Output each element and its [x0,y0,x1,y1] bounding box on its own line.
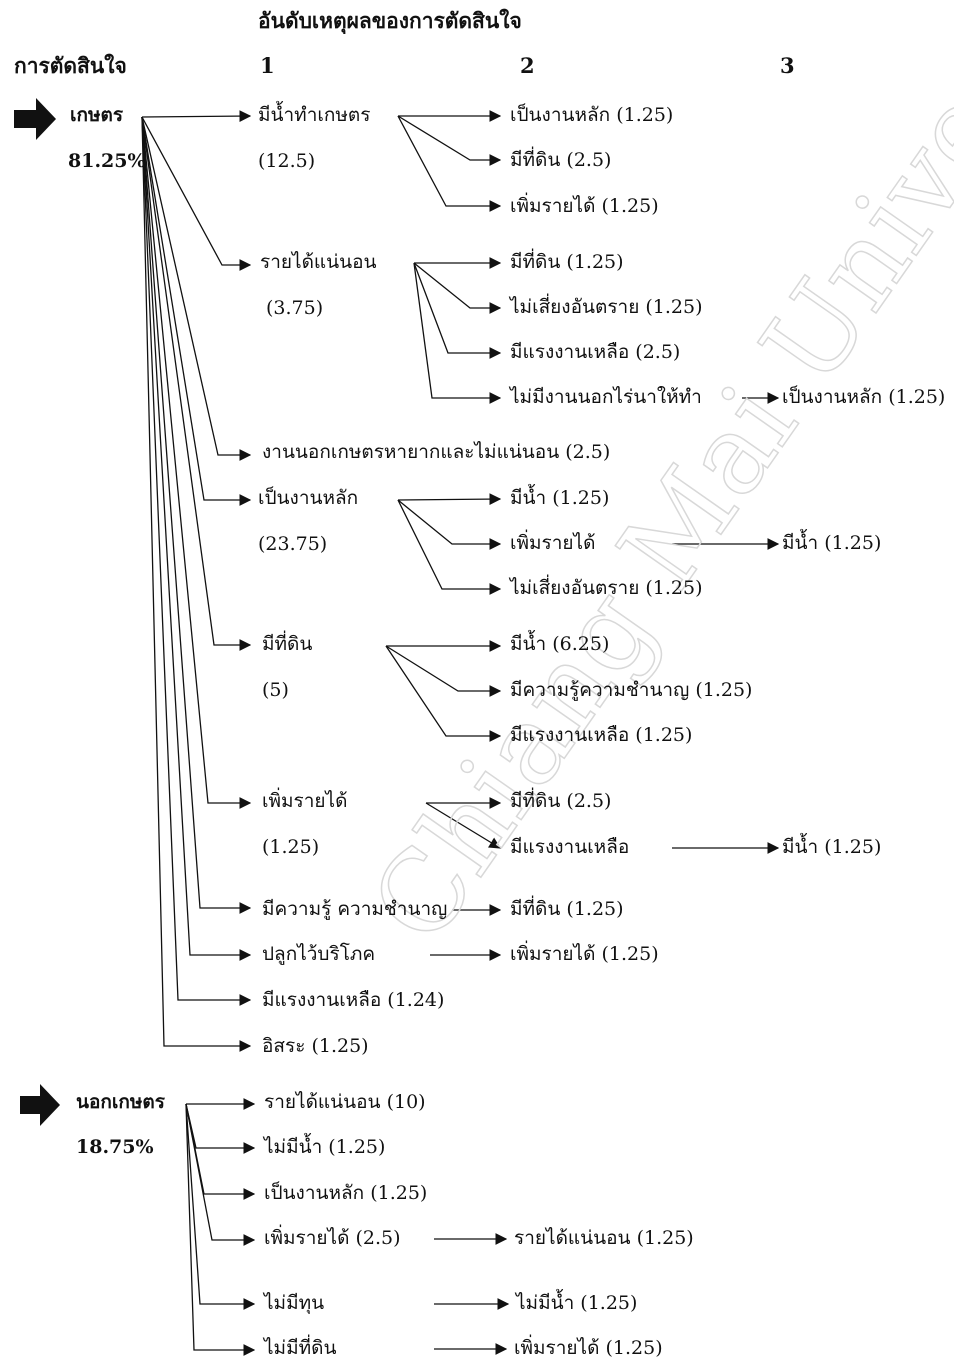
farm-l2-item: มีแรงงานเหลือ (1.25) [510,724,693,746]
farm-l2-item: มีน้ำ (6.25) [510,633,610,655]
farm-reason-more-income: เพิ่มรายได้ [262,790,348,812]
farm-fan-arrow [141,116,252,1006]
farm-reason-water: มีน้ำทำเกษตร [258,104,371,126]
farm-fan-arrow [141,116,252,651]
farm-reason-knowledge: มีความรู้ ความชำนาญ [262,898,448,920]
farm-reason-offfarm-scarce: งานนอกเกษตรหายากและไม่แน่นอน (2.5) [262,441,611,463]
farm-l2-item: มีที่ดิน (1.25) [510,898,624,920]
level2-arrow [397,499,502,595]
farm-reason-water-value: (12.5) [258,150,316,172]
farm-reason-independence: อิสระ (1.25) [262,1035,369,1057]
nonfarm-fan-arrow [185,1103,256,1356]
nonfarm-fan-arrow [185,1103,256,1200]
farm-l2-item: มีแรงงานเหลือ (2.5) [510,341,681,363]
nonfarm-reason: เพิ่มรายได้ (2.5) [264,1227,401,1249]
level2-arrow [413,262,502,404]
farm-l2-item: ไม่เสี่ยงอันตราย (1.25) [510,577,703,599]
farm-l2-item: มีแรงงานเหลือ [510,836,630,858]
farm-l2-item: มีที่ดิน (1.25) [510,251,624,273]
farm-fan-arrow [141,116,252,271]
farm-reason-stable-income: รายได้แน่นอน [260,251,377,273]
farm-decision-arrow-icon [14,98,56,140]
farm-l2-item: มีน้ำ (1.25) [510,487,610,509]
farm-l2-item: ไม่มีงานนอกไร่นาให้ทำ [510,386,702,408]
farm-l2-item: เพิ่มรายได้ (1.25) [510,195,659,217]
decision-nonfarm-percent: 18.75% [76,1136,154,1158]
farm-fan-arrow [141,116,252,961]
nonfarm-reason: ไม่มีน้ำ (1.25) [264,1136,386,1158]
decision-farm-label: เกษตร [70,104,124,126]
farm-l2-item: มีความรู้ความชำนาญ (1.25) [510,679,753,701]
nonfarm-l2-item: ไม่มีน้ำ (1.25) [516,1292,638,1314]
level2-arrow [385,645,502,697]
farm-fan-arrow [141,110,252,122]
header-rank-3: 3 [780,53,795,78]
nonfarm-fan-arrow [185,1103,256,1246]
farm-fan-arrow [141,116,252,809]
header-rank-2: 2 [520,53,535,78]
farm-reason-main-job: เป็นงานหลัก [258,487,359,509]
level2-arrow [397,499,502,550]
farm-reason-more-income-value: (1.25) [262,836,320,858]
nonfarm-l2-item: เพิ่มรายได้ (1.25) [514,1337,663,1359]
level2-arrow [425,802,501,849]
farm-fan-arrow [141,116,252,914]
farm-reason-surplus-labor: มีแรงงานเหลือ (1.24) [262,989,445,1011]
level2-arrow [397,115,502,212]
decision-nonfarm-label: นอกเกษตร [76,1091,165,1113]
farm-l2-item: เพิ่มรายได้ [510,532,596,554]
nonfarm-reason: ไม่มีที่ดิน [264,1337,337,1359]
header-decision: การตัดสินใจ [14,53,127,78]
nonfarm-decision-arrow-icon [20,1084,60,1126]
farm-reason-main-job-value: (23.75) [258,533,328,555]
farm-reason-consumption: ปลูกไว้บริโภค [262,943,376,965]
farm-fan-arrow [141,116,252,506]
farm-l2-item: มีที่ดิน (2.5) [510,790,612,812]
farm-l2-item: เป็นงานหลัก (1.25) [510,104,674,126]
nonfarm-reason: ไม่มีทุน [264,1292,325,1314]
farm-l2-item: ไม่เสี่ยงอันตราย (1.25) [510,296,703,318]
diagram-title: อันดับเหตุผลของการตัดสินใจ [258,8,522,33]
level2-arrow [397,493,502,505]
farm-fan-arrow [141,116,252,1052]
farm-reason-stable-income-value: (3.75) [266,297,324,319]
nonfarm-fan-arrow [185,1103,256,1310]
level2-arrow [413,262,502,314]
farm-l3-item: มีน้ำ (1.25) [782,836,882,858]
farm-reason-land-value: (5) [262,679,289,701]
farm-fan-arrow [141,116,252,461]
farm-l3-item: มีน้ำ (1.25) [782,532,882,554]
decision-farm-percent: 81.25% [68,150,146,172]
farm-l2-item: มีที่ดิน (2.5) [510,149,612,171]
level2-arrow [385,645,502,742]
nonfarm-reason: รายได้แน่นอน (10) [264,1091,426,1113]
farm-reason-land: มีที่ดิน [262,633,313,655]
nonfarm-reason: เป็นงานหลัก (1.25) [264,1182,428,1204]
header-rank-1: 1 [260,53,275,78]
farm-l3-item: เป็นงานหลัก (1.25) [782,386,946,408]
nonfarm-l2-item: รายได้แน่นอน (1.25) [514,1227,694,1249]
level2-arrow [413,262,502,359]
nonfarm-fan-arrow [185,1103,256,1154]
farm-l2-item: เพิ่มรายได้ (1.25) [510,943,659,965]
level2-arrow [397,115,502,166]
